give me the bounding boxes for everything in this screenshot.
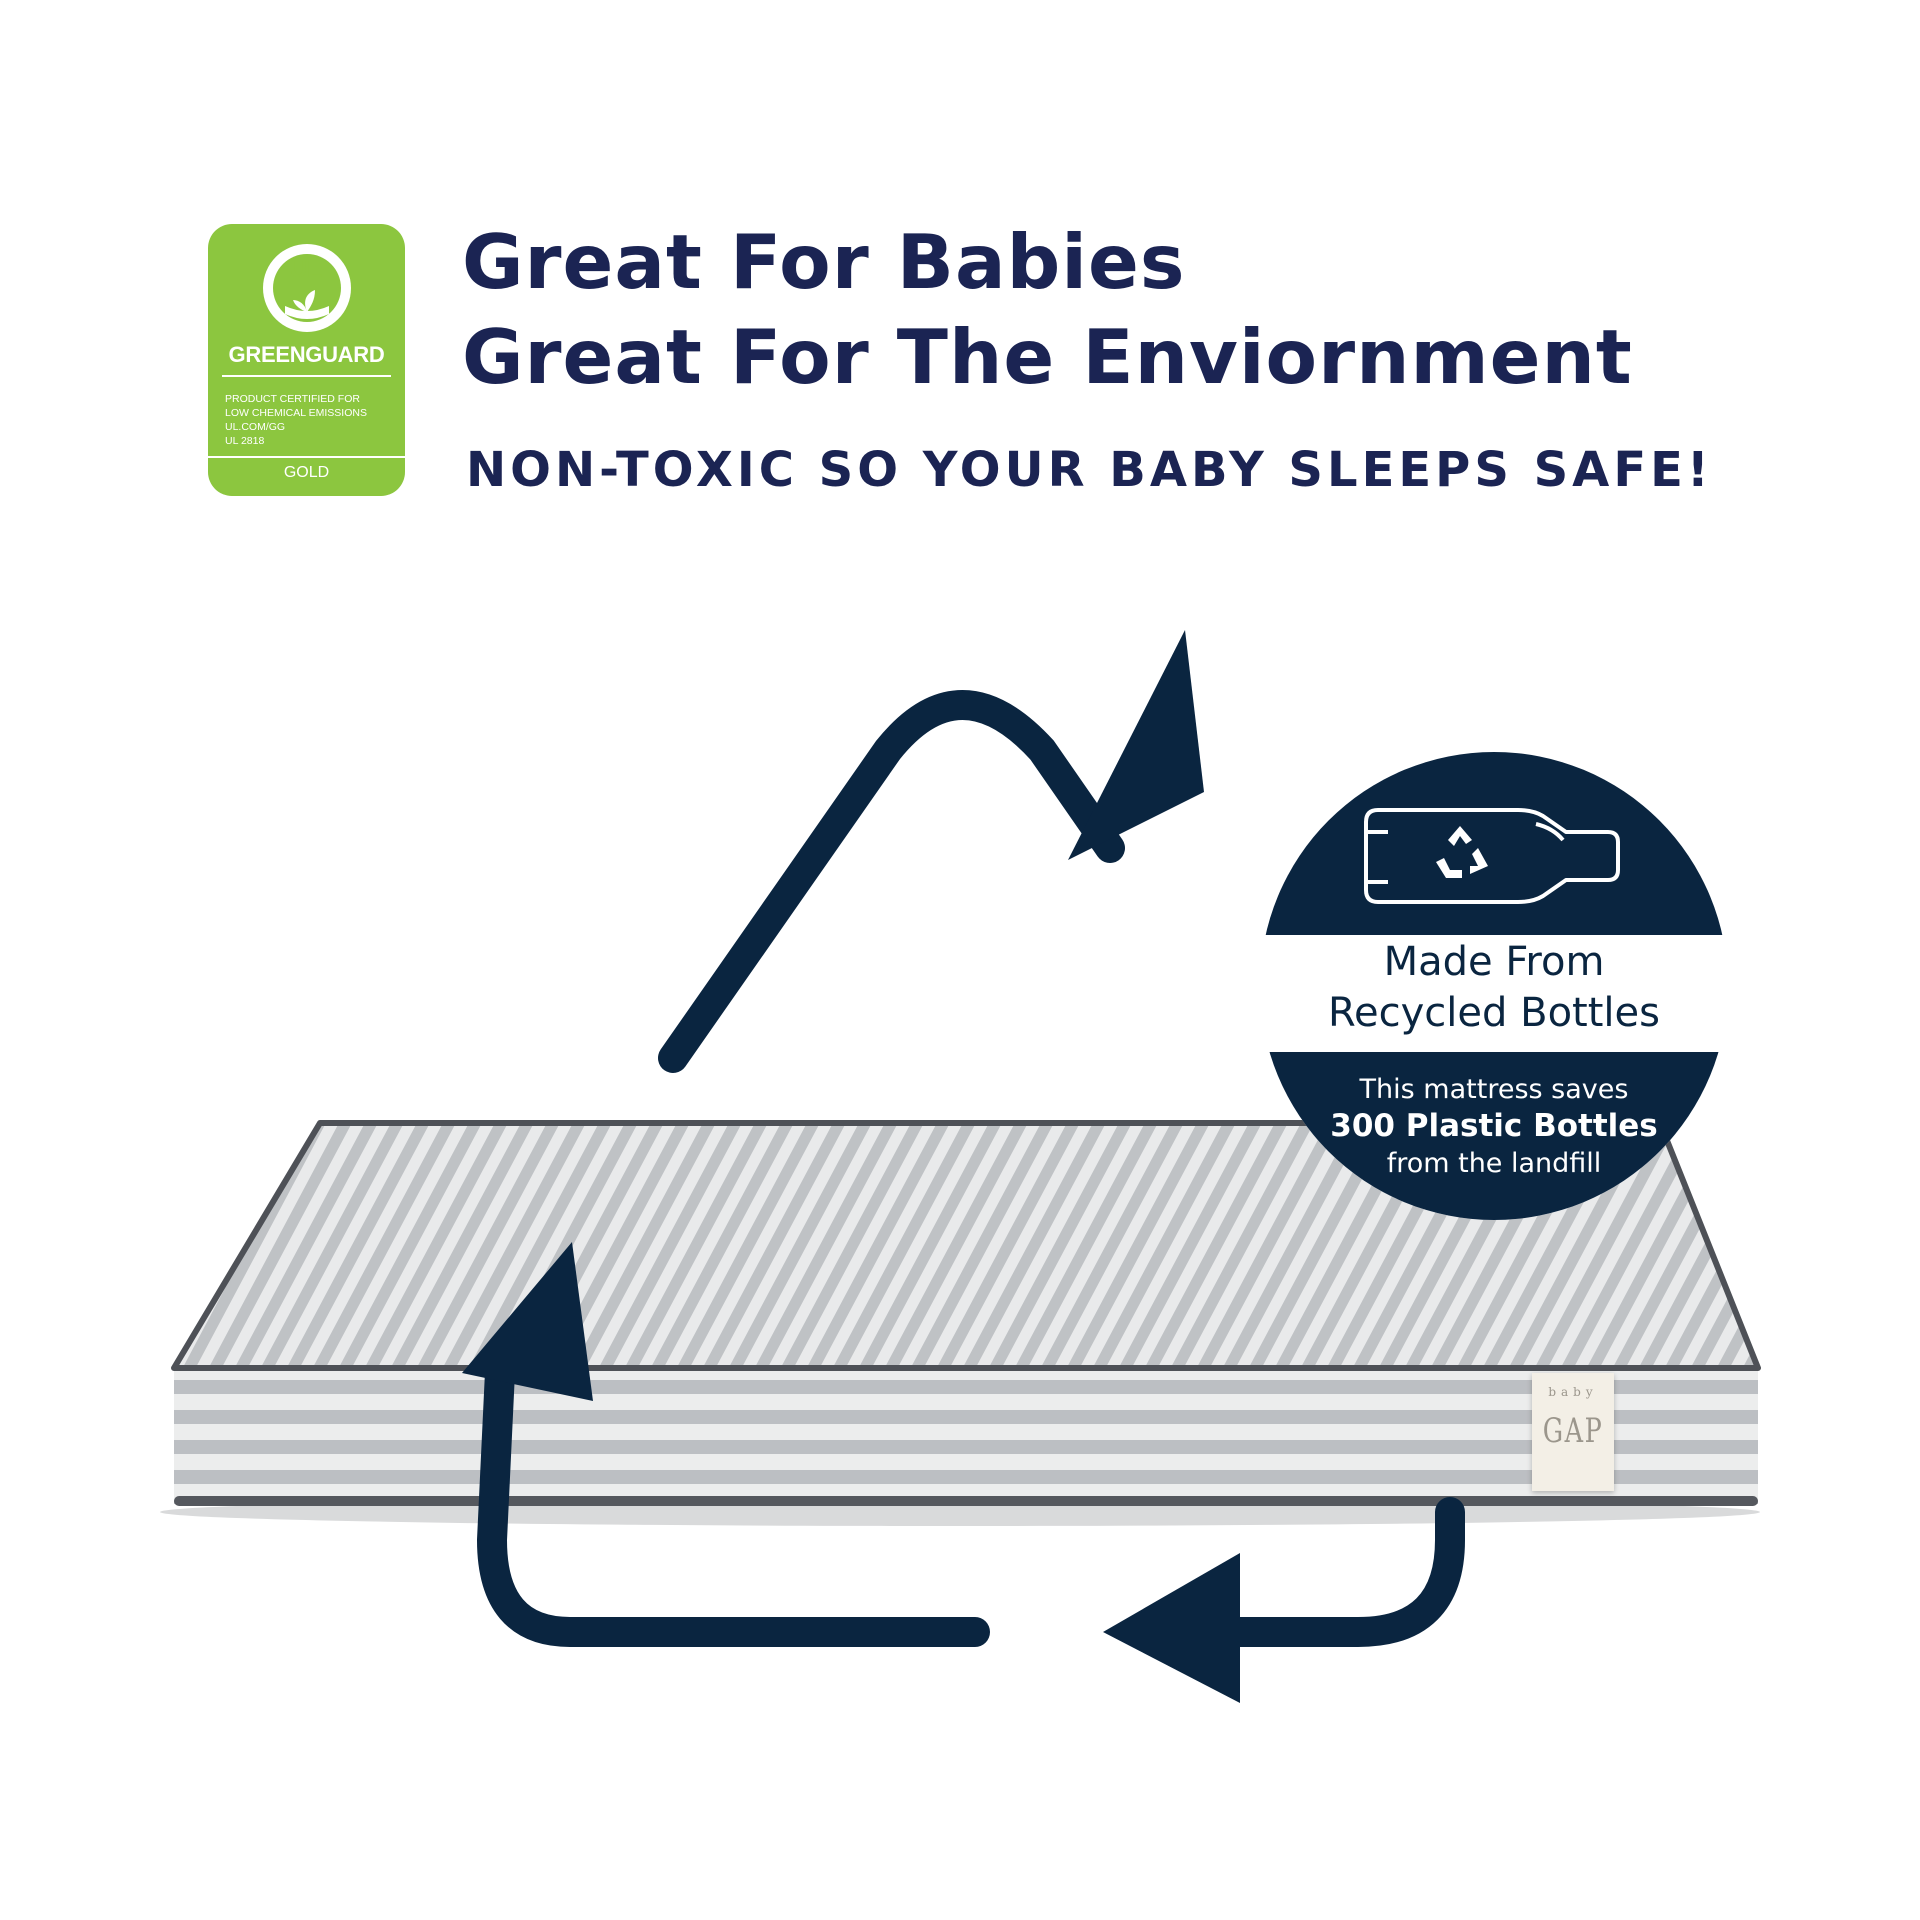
- recycle-arrows: [476, 690, 1465, 1647]
- badge-divider: [222, 375, 391, 377]
- badge-line: LOW CHEMICAL EMISSIONS: [225, 407, 367, 419]
- mattress-side: [174, 1368, 1758, 1506]
- greenguard-badge: UL GREENGUARD PRODUCT CERTIFIED FOR LOW …: [208, 224, 405, 496]
- badge-text: PRODUCT CERTIFIED FOR LOW CHEMICAL EMISS…: [225, 392, 400, 448]
- badge-line: UL.COM/GG: [225, 421, 286, 433]
- tag-brand-text: GAP: [1542, 1411, 1604, 1451]
- recycled-title: Made From Recycled Bottles: [1260, 937, 1728, 1039]
- ul-logo-text: UL: [290, 256, 322, 283]
- savings-highlight: 300 Plastic Bottles: [1260, 1108, 1728, 1146]
- recycled-savings: This mattress saves 300 Plastic Bottles …: [1260, 1072, 1728, 1182]
- subheadline: NON-TOXIC SO YOUR BABY SLEEPS SAFE!: [466, 442, 1713, 498]
- arrow-head-top: [1068, 630, 1204, 860]
- baby-gap-tag: baby GAP: [1532, 1373, 1614, 1491]
- arrow-top: [658, 690, 1125, 1073]
- arrow-head-left: [462, 1242, 593, 1401]
- badge-level: GOLD: [283, 464, 330, 481]
- ul-leaf-icon: [263, 244, 351, 332]
- savings-line: This mattress saves: [1359, 1074, 1629, 1105]
- recycle-bottle-icon: [1364, 808, 1620, 904]
- tag-small-text: baby: [1548, 1385, 1598, 1399]
- badge-line: PRODUCT CERTIFIED FOR: [225, 393, 360, 405]
- recycled-bottles-badge: Made From Recycled Bottles This mattress…: [1260, 752, 1728, 1220]
- recycled-title-line: Made From: [1383, 939, 1605, 985]
- arrow-bottom: [1215, 1497, 1465, 1647]
- arrow-left: [476, 1357, 990, 1647]
- headline-line-2: Great For The Enviornment: [462, 313, 1633, 401]
- arrow-heads: [462, 630, 1240, 1703]
- savings-line: from the landfill: [1386, 1148, 1602, 1179]
- headline-line-1: Great For Babies: [462, 218, 1186, 306]
- badge-bottom-band: [1260, 1052, 1728, 1220]
- badge-top-band: [1260, 752, 1728, 935]
- arrow-head-bottom: [1103, 1553, 1240, 1703]
- badge-line: UL 2818: [225, 435, 265, 447]
- badge-divider: [208, 456, 405, 458]
- recycled-title-line: Recycled Bottles: [1328, 990, 1660, 1036]
- savings-bold: 300 Plastic Bottles: [1330, 1108, 1658, 1144]
- badge-brand: GREENGUARD: [228, 342, 385, 367]
